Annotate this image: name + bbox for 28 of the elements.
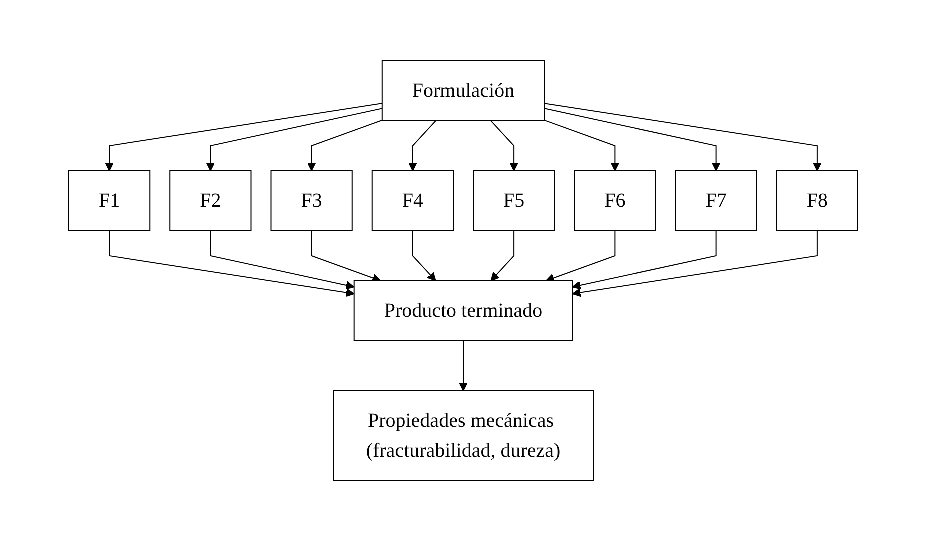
- arrow: [412, 230, 436, 281]
- arrow: [310, 230, 381, 282]
- node-box: Propiedades mecánicas (fracturabilidad, dureza): [332, 390, 594, 481]
- arrow: [572, 230, 818, 297]
- arrow: [544, 119, 620, 171]
- arrow: [210, 230, 354, 290]
- node-box: Producto terminado: [353, 280, 573, 341]
- arrow: [490, 230, 514, 281]
- node-box: F6: [574, 170, 656, 231]
- node-box: F8: [776, 170, 858, 231]
- node-box: F1: [68, 170, 150, 231]
- arrow: [544, 108, 720, 171]
- node-box: F3: [270, 170, 352, 231]
- arrow: [572, 230, 716, 290]
- arrow: [545, 230, 616, 282]
- arrow: [108, 230, 354, 297]
- node-box: Formulación: [381, 60, 545, 121]
- arrow: [490, 120, 518, 171]
- node-box: F7: [674, 170, 757, 231]
- arrow: [206, 108, 382, 171]
- arrow: [306, 119, 382, 171]
- arrow: [104, 102, 382, 171]
- arrow: [408, 120, 436, 171]
- node-box: F4: [371, 170, 454, 231]
- node-box: F2: [169, 170, 252, 231]
- arrow: [544, 102, 822, 171]
- arrow: [458, 340, 468, 391]
- node-box: F5: [472, 170, 555, 231]
